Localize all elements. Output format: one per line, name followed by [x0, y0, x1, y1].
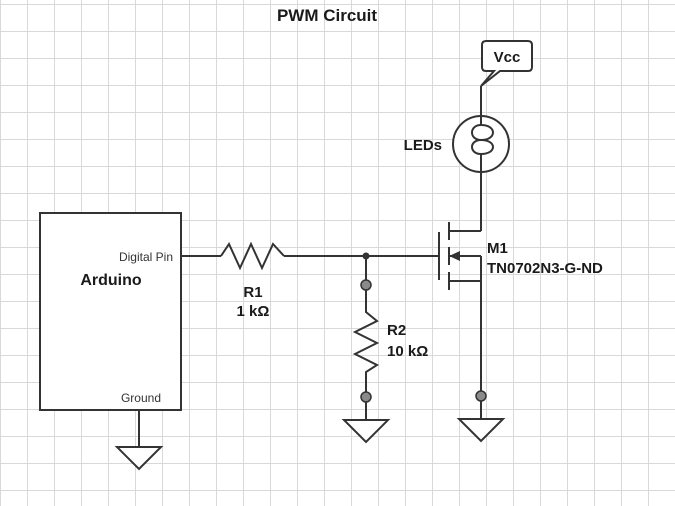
mosfet-part-label: TN0702N3-G-ND: [487, 260, 603, 277]
r2-ref-label: R2: [387, 322, 406, 339]
r1-value-label: 1 kΩ: [237, 303, 270, 320]
leds-symbol: LEDs: [404, 115, 510, 173]
mosfet-m1: M1 TN0702N3-G-ND: [438, 222, 603, 290]
leds-label: LEDs: [404, 137, 442, 154]
mosfet-ref-label: M1: [487, 240, 508, 257]
resistor-r1: R1 1 kΩ: [220, 241, 285, 320]
digital-pin-label: Digital Pin: [119, 250, 173, 264]
ground-pin-label: Ground: [121, 391, 161, 405]
vcc-symbol: Vcc: [480, 40, 533, 116]
r2-value-label: 10 kΩ: [387, 343, 428, 360]
r2-ground-symbol: [341, 402, 391, 444]
vcc-label: Vcc: [494, 49, 521, 66]
mosfet-ground-symbol: [456, 401, 506, 443]
resistor-r2: R2 10 kΩ: [352, 256, 428, 403]
arduino-label: Arduino: [80, 272, 142, 289]
diagram-title: PWM Circuit: [277, 6, 377, 25]
arduino-ground-symbol: [114, 410, 164, 471]
r1-ref-label: R1: [243, 284, 262, 301]
source-node: [475, 390, 487, 402]
arduino-block: Arduino Digital Pin Ground: [39, 212, 182, 411]
arduino-body: [39, 212, 182, 411]
